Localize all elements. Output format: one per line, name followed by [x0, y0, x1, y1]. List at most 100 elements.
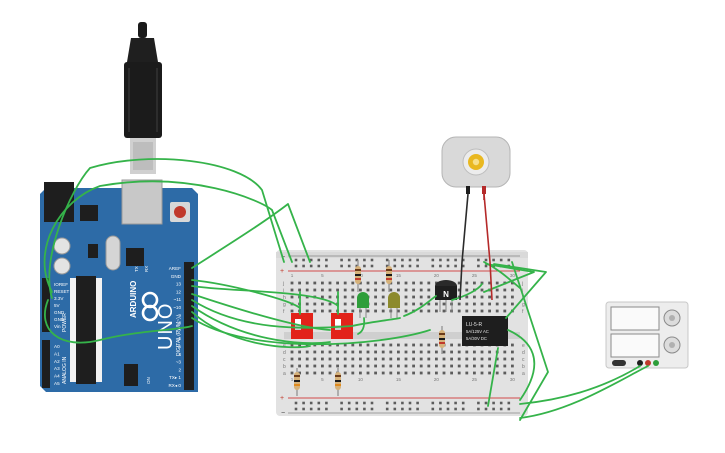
breadboard-hole — [480, 309, 484, 313]
breadboard-hole — [351, 302, 355, 306]
breadboard-hole — [298, 281, 301, 285]
breadboard-hole — [351, 281, 355, 285]
breadboard-hole — [495, 302, 499, 306]
breadboard-hole — [328, 364, 332, 368]
breadboard-hole — [465, 295, 469, 299]
breadboard-hole — [419, 309, 423, 313]
column-number: 15 — [396, 273, 402, 278]
rail-hole — [446, 258, 450, 262]
rail-hole — [439, 258, 442, 262]
breadboard-hole — [503, 357, 507, 361]
breadboard-hole — [427, 302, 431, 306]
breadboard-hole — [457, 288, 461, 292]
rail-hole — [302, 401, 305, 405]
breadboard-hole — [412, 357, 415, 361]
breadboard-hole — [503, 350, 507, 354]
rail-hole — [484, 407, 488, 411]
breadboard-hole — [435, 343, 438, 347]
breadboard-hole — [412, 350, 415, 354]
breadboard-hole — [313, 357, 317, 361]
positive-terminal[interactable] — [645, 360, 651, 366]
breadboard-hole — [298, 288, 301, 292]
breadboard-hole — [381, 302, 385, 306]
breadboard-hole — [389, 350, 393, 354]
negative-terminal[interactable] — [637, 360, 643, 366]
column-number: 1 — [291, 377, 294, 382]
breadboard-hole — [351, 295, 355, 299]
rail-hole — [446, 264, 450, 268]
breadboard-hole — [298, 364, 301, 368]
breadboard-hole — [336, 343, 339, 347]
pin-label: AREF — [169, 266, 181, 271]
breadboard-hole — [427, 343, 431, 347]
rail-hole — [340, 401, 343, 405]
breadboard-hole — [321, 288, 324, 292]
rail-hole — [439, 407, 442, 411]
pin-label: RESET — [54, 289, 70, 294]
rail-hole — [355, 264, 359, 268]
breadboard-hole — [465, 364, 469, 368]
breadboard-hole — [495, 364, 499, 368]
breadboard-hole — [328, 357, 332, 361]
pin-label: A1 — [54, 351, 60, 356]
breadboard-hole — [480, 364, 484, 368]
breadboard-hole — [298, 357, 301, 361]
breadboard-hole — [495, 281, 499, 285]
breadboard-hole — [305, 364, 309, 368]
breadboard-hole — [457, 281, 461, 285]
breadboard-hole — [503, 288, 507, 292]
rail-hole — [507, 407, 511, 411]
breadboard-hole — [450, 371, 453, 375]
breadboard-hole — [366, 357, 370, 361]
rail-hole — [370, 264, 374, 268]
rail-hole — [347, 401, 351, 405]
breadboard-hole — [435, 309, 438, 313]
breadboard-hole — [442, 350, 446, 354]
rail-hole — [477, 401, 480, 405]
breadboard-hole — [343, 288, 347, 292]
breadboard-hole — [374, 281, 377, 285]
pin-label: 2 — [178, 367, 181, 372]
breadboard-hole — [419, 288, 423, 292]
breadboard-hole — [412, 288, 415, 292]
rail-hole — [416, 258, 419, 262]
breadboard-hole — [457, 350, 461, 354]
breadboard-hole — [465, 309, 469, 313]
rail-hole — [416, 401, 419, 405]
breadboard-hole — [313, 302, 317, 306]
breadboard-hole — [374, 309, 377, 313]
pin-label: 3.3V — [54, 296, 64, 301]
breadboard-hole — [404, 288, 408, 292]
breadboard-hole — [488, 281, 491, 285]
breadboard-hole — [488, 295, 491, 299]
rail-hole — [461, 264, 465, 268]
rail-hole — [431, 401, 435, 405]
arduino-model-text: UNO — [155, 303, 177, 350]
breadboard-hole — [305, 281, 309, 285]
pin-label: ~11 — [174, 297, 182, 302]
breadboard-hole — [343, 357, 347, 361]
breadboard-hole — [473, 350, 476, 354]
breadboard-hole — [465, 288, 469, 292]
breadboard-hole — [412, 302, 415, 306]
breadboard-hole — [374, 295, 377, 299]
breadboard-hole — [305, 350, 309, 354]
breadboard-hole — [503, 309, 507, 313]
breadboard-hole — [473, 295, 476, 299]
rail-hole — [477, 407, 480, 411]
breadboard-hole — [359, 357, 362, 361]
breadboard-hole — [290, 343, 294, 347]
breadboard-hole — [419, 357, 423, 361]
breadboard-hole — [427, 295, 431, 299]
breadboard-hole — [321, 371, 324, 375]
breadboard-hole — [495, 295, 499, 299]
breadboard-hole — [328, 295, 332, 299]
breadboard-hole — [359, 371, 362, 375]
breadboard-hole — [389, 364, 393, 368]
breadboard-hole — [290, 309, 294, 313]
pin-label: 4 — [178, 352, 181, 357]
breadboard-hole — [374, 357, 377, 361]
rail-minus-label: − — [281, 410, 285, 417]
rail-hole — [408, 264, 412, 268]
